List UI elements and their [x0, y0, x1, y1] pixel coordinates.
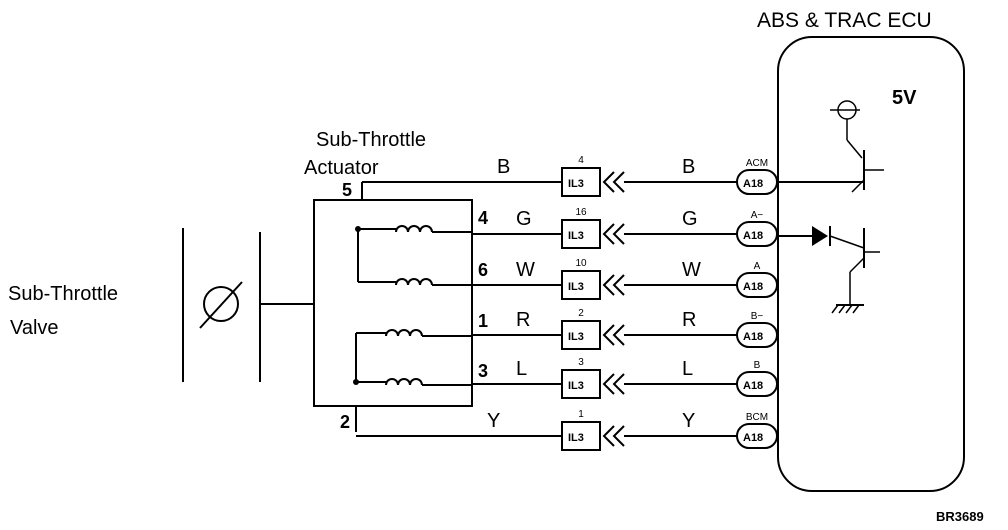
wire-color-right: W — [682, 259, 701, 281]
il3-pin-number: 1 — [578, 409, 584, 420]
wire-color-right: R — [682, 309, 696, 331]
ecu-voltage-label: 5V — [892, 87, 917, 109]
figure-code: BR3689 — [936, 509, 984, 524]
ground-icon — [831, 304, 864, 314]
ecu-title: ABS & TRAC ECU — [757, 9, 932, 32]
actuator-label-line1: Sub-Throttle — [316, 129, 426, 151]
coil-a2-icon — [395, 278, 433, 286]
il3-connector-label: IL3 — [568, 178, 584, 190]
valve-disc-icon — [203, 286, 239, 322]
il3-pin-number: 2 — [578, 308, 584, 319]
wire-color-left: R — [516, 309, 530, 331]
diode-symbol — [812, 226, 831, 246]
actuator-pin-label: 1 — [478, 311, 488, 331]
coil-b2-icon — [385, 378, 423, 386]
il3-connector — [561, 219, 601, 249]
il3-connector — [561, 270, 601, 300]
wire-row-L: 3 L IL3 3 L A18 B — [472, 357, 778, 399]
wire-color-right: G — [682, 208, 698, 230]
wire-row-Y: 2 Y IL3 1 Y A18 BCM — [340, 409, 778, 451]
wire-row-B: 5 B IL3 4 B A18 ACM — [342, 155, 778, 200]
connector-arrow-icon — [602, 223, 625, 245]
ecu-connector — [736, 322, 778, 348]
sub-throttle-actuator: Sub-Throttle Actuator — [304, 129, 473, 432]
ecu-terminal-name: A− — [751, 210, 764, 221]
ecu-connector-label: A18 — [743, 178, 763, 190]
coil-b1-icon — [385, 329, 423, 337]
wire-row-W: 6 W IL3 10 W A18 A — [472, 258, 778, 300]
transistor-acm — [846, 139, 884, 193]
actuator-pin-label: 5 — [342, 180, 352, 200]
wire-color-left: L — [516, 358, 527, 380]
ecu-connector-label: A18 — [743, 331, 763, 343]
il3-connector-label: IL3 — [568, 331, 584, 343]
ecu-connector — [736, 169, 778, 195]
ecu-connector-label: A18 — [743, 432, 763, 444]
ecu-outline — [777, 36, 965, 492]
valve-label-line2: Valve — [10, 317, 59, 339]
actuator-pin-label: 3 — [478, 361, 488, 381]
il3-connector-label: IL3 — [568, 230, 584, 242]
ecu-connector — [736, 221, 778, 247]
il3-connector-label: IL3 — [568, 380, 584, 392]
il3-connector — [561, 320, 601, 350]
wire-color-right: B — [682, 156, 695, 178]
il3-pin-number: 10 — [575, 258, 587, 269]
ecu-connector — [736, 423, 778, 449]
il3-pin-number: 3 — [578, 357, 584, 368]
ecu-block: ABS & TRAC ECU 5V — [757, 9, 965, 492]
pullup-symbol — [830, 100, 860, 140]
il3-connector — [561, 369, 601, 399]
ecu-connector-label: A18 — [743, 230, 763, 242]
ecu-terminal-name: B− — [751, 311, 764, 322]
il3-pin-number: 16 — [575, 207, 587, 218]
coil-a1-icon — [395, 225, 433, 233]
wire-color-left: Y — [487, 410, 500, 432]
connector-arrow-icon — [602, 171, 625, 193]
ecu-terminal-name: ACM — [746, 158, 768, 169]
actuator-pin-label: 4 — [478, 208, 488, 228]
connector-arrow-icon — [602, 324, 625, 346]
ecu-terminal-name: A — [754, 261, 761, 272]
ecu-connector-label: A18 — [743, 380, 763, 392]
wire-row-R: 1 R IL3 2 R A18 B− — [472, 308, 778, 350]
wire-color-left: B — [497, 156, 510, 178]
il3-connector-label: IL3 — [568, 432, 584, 444]
wire-color-right: Y — [682, 410, 695, 432]
actuator-label-line2: Actuator — [304, 157, 379, 179]
il3-connector — [561, 421, 601, 451]
il3-connector-label: IL3 — [568, 281, 584, 293]
ecu-terminal-name: B — [754, 360, 761, 371]
il3-pin-number: 4 — [578, 155, 584, 166]
wire-color-right: L — [682, 358, 693, 380]
ecu-connector — [736, 371, 778, 397]
wire-color-left: G — [516, 208, 532, 230]
actuator-pin-label: 6 — [478, 260, 488, 280]
il3-connector — [561, 167, 601, 197]
connector-arrow-icon — [602, 274, 625, 296]
valve-label-line1: Sub-Throttle — [8, 283, 118, 305]
actuator-housing — [313, 199, 473, 407]
connector-arrow-icon — [602, 425, 625, 447]
wire-color-left: W — [516, 259, 535, 281]
ecu-connector — [736, 272, 778, 298]
ecu-terminal-name: BCM — [746, 412, 768, 423]
sub-throttle-valve: Sub-Throttle Valve — [8, 228, 314, 382]
ecu-connector-label: A18 — [743, 281, 763, 293]
actuator-pin-label: 2 — [340, 412, 350, 432]
wire-row-G: 4 G IL3 16 G A18 A− — [472, 207, 778, 249]
connector-arrow-icon — [602, 373, 625, 395]
transistor-a — [829, 228, 880, 305]
